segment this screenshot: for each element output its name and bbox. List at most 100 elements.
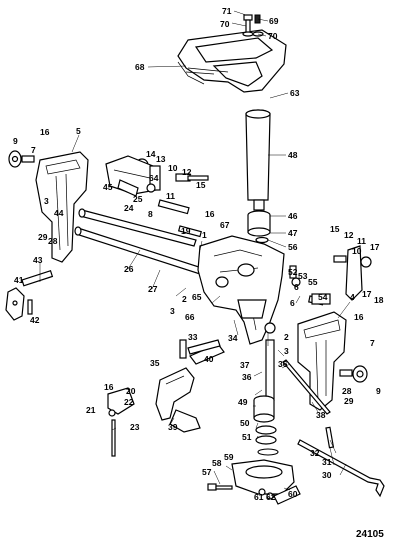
- callout-55: 55: [308, 277, 318, 287]
- callout-10b: 10: [352, 246, 362, 256]
- callout-57: 57: [202, 467, 212, 477]
- lower-linkage: [107, 339, 225, 457]
- callout-17b: 17: [362, 289, 372, 299]
- callout-26: 26: [124, 264, 134, 274]
- callout-9b: 9: [376, 386, 381, 396]
- callout-37: 37: [240, 360, 250, 370]
- callout-44: 44: [54, 208, 64, 218]
- callout-19: 19: [181, 226, 191, 236]
- callout-29b: 29: [344, 396, 354, 406]
- lower-column: [253, 339, 279, 456]
- right-clamp-bracket: [297, 311, 368, 411]
- callout-3b: 3: [170, 306, 175, 316]
- callout-35: 35: [150, 358, 160, 368]
- leader-lines: [39, 10, 351, 491]
- callout-69: 69: [269, 16, 279, 26]
- callout-6b: 6: [290, 298, 295, 308]
- swivel-rods: [74, 208, 203, 275]
- callout-7b: 7: [370, 338, 375, 348]
- callout-10a: 10: [168, 163, 178, 173]
- callout-5: 5: [76, 126, 81, 136]
- callout-8: 8: [148, 209, 153, 219]
- callout-64: 64: [149, 173, 159, 183]
- callout-36a: 36: [242, 372, 252, 382]
- callout-67: 67: [220, 220, 230, 230]
- callout-24: 24: [124, 203, 134, 213]
- callout-34: 34: [228, 333, 238, 343]
- callout-41: 41: [14, 275, 24, 285]
- callout-66: 66: [185, 312, 195, 322]
- callout-36b: 36: [278, 359, 288, 369]
- callout-62: 62: [266, 492, 276, 502]
- callout-38: 38: [316, 410, 326, 420]
- callout-42: 42: [30, 315, 40, 325]
- callout-28b: 28: [342, 386, 352, 396]
- callout-12a: 12: [182, 167, 192, 177]
- callout-16a: 16: [40, 127, 50, 137]
- callout-56: 56: [288, 242, 298, 252]
- callout-51: 51: [242, 432, 252, 442]
- callout-7a: 7: [31, 145, 36, 155]
- callout-14: 14: [146, 149, 156, 159]
- tiller-handle: [177, 29, 287, 93]
- callout-17a: 17: [370, 242, 380, 252]
- callout-20: 20: [126, 386, 136, 396]
- callout-15a: 15: [196, 180, 206, 190]
- callout-29a: 29: [38, 232, 48, 242]
- left-clamp-bracket: [8, 150, 89, 263]
- callout-16d: 16: [104, 382, 114, 392]
- callout-65: 65: [192, 292, 202, 302]
- callout-68: 68: [135, 62, 145, 72]
- callout-61: 61: [254, 492, 264, 502]
- upper-linkage: [105, 155, 209, 238]
- callout-45: 45: [103, 182, 113, 192]
- callout-58: 58: [212, 458, 222, 468]
- callout-47: 47: [288, 228, 298, 238]
- callout-11a: 11: [166, 191, 175, 201]
- callout-63: 63: [290, 88, 300, 98]
- callout-70a: 70: [220, 19, 230, 29]
- callout-54: 54: [318, 292, 328, 302]
- callout-43: 43: [33, 255, 43, 265]
- callout-21: 21: [86, 405, 96, 415]
- clamp-ring: [207, 459, 301, 505]
- swivel-bracket: [197, 235, 285, 345]
- callout-48: 48: [288, 150, 298, 160]
- callout-25: 25: [133, 194, 143, 204]
- callout-22: 22: [124, 397, 134, 407]
- callout-40: 40: [204, 354, 214, 364]
- callout-11b: 11: [357, 236, 366, 246]
- callout-16c: 16: [354, 312, 364, 322]
- callout-31: 31: [322, 457, 332, 467]
- callout-6a: 6: [294, 282, 299, 292]
- callout-28a: 28: [48, 236, 58, 246]
- callout-59: 59: [224, 452, 234, 462]
- callout-13: 13: [156, 154, 166, 164]
- callout-2a: 2: [182, 294, 187, 304]
- long-rod: [282, 359, 331, 415]
- callout-30: 30: [322, 470, 332, 480]
- steering-tube: [245, 109, 271, 244]
- callout-3a: 3: [44, 196, 49, 206]
- callout-18: 18: [374, 295, 384, 305]
- callout-27: 27: [148, 284, 158, 294]
- callout-2b: 2: [284, 332, 289, 342]
- figure-number: 24105: [356, 529, 384, 540]
- callout-52: 52: [288, 267, 298, 277]
- callout-23: 23: [130, 422, 140, 432]
- tiller-bolt: [242, 14, 264, 37]
- callout-1: 1: [202, 230, 207, 240]
- callout-15b: 15: [330, 224, 340, 234]
- right-upper-clamp: [264, 245, 372, 334]
- callout-12b: 12: [344, 230, 354, 240]
- callout-49: 49: [238, 397, 248, 407]
- callout-9a: 9: [13, 136, 18, 146]
- callout-53: 53: [298, 271, 308, 281]
- clamp-screw-left: [5, 269, 54, 321]
- callout-71: 71: [222, 6, 232, 16]
- callout-3c: 3: [284, 346, 289, 356]
- callout-39: 39: [168, 422, 178, 432]
- callout-16b: 16: [205, 209, 215, 219]
- callout-32: 32: [310, 448, 320, 458]
- trim-rod: [297, 426, 385, 498]
